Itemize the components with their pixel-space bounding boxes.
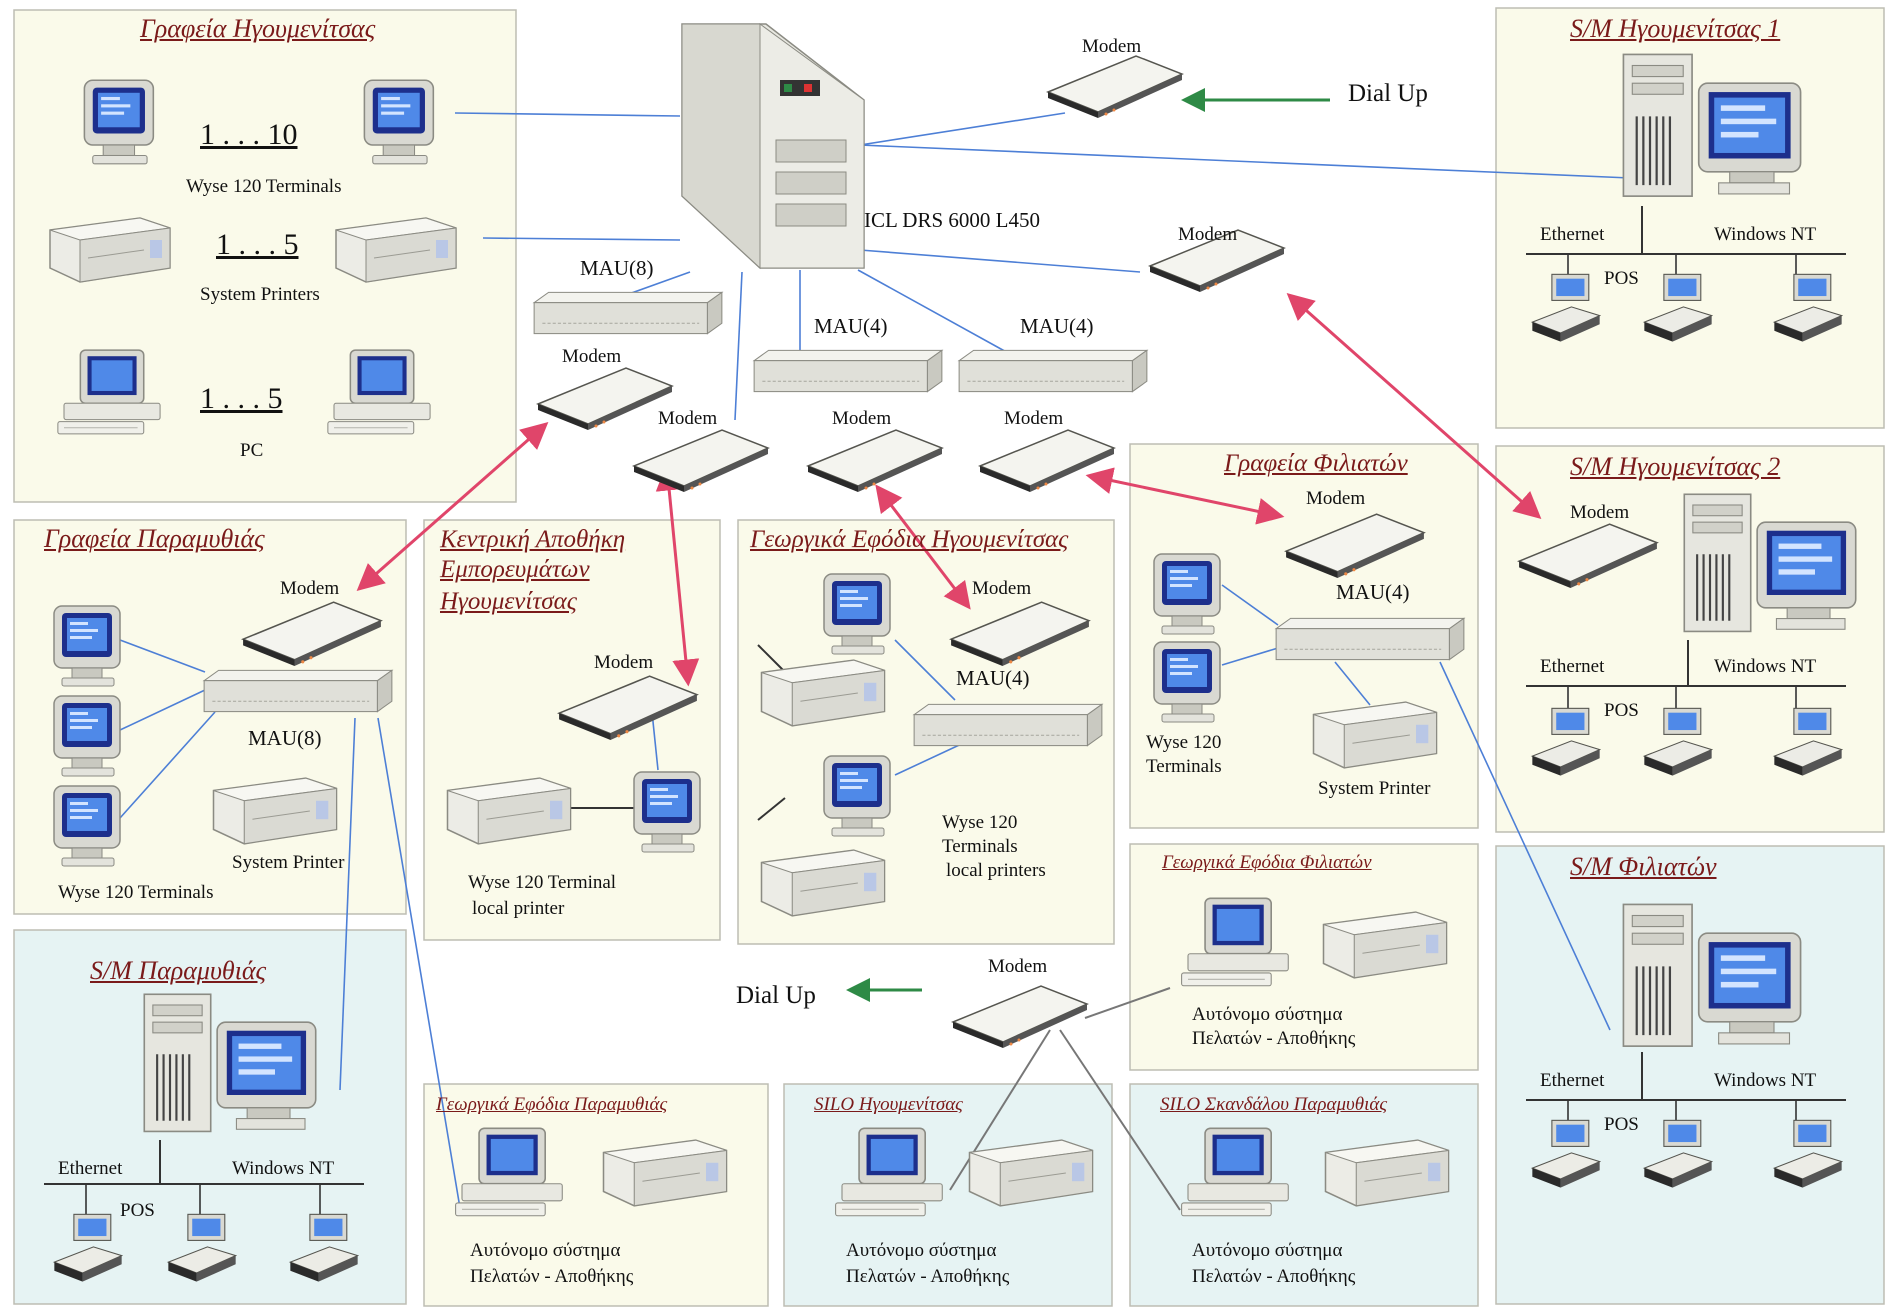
cables <box>570 644 1181 1211</box>
modem-warehouse-link[interactable] <box>633 429 769 493</box>
sm-paramythia-ethernet: Ethernet <box>58 1158 123 1179</box>
printers-range: 1 . . . 5 <box>216 228 299 261</box>
network-lines <box>44 112 1846 1214</box>
terminals-label: Wyse 120 Terminals <box>186 176 342 197</box>
modem-label-dialup-top: Modem <box>1082 36 1142 57</box>
dialup-arrows <box>846 88 1330 1002</box>
title-warehouse-line3: Ηγουμενίτσας <box>440 588 577 615</box>
filiates-terminals-line1: Wyse 120 <box>1146 732 1222 753</box>
dialup-top-label: Dial Up <box>1348 80 1428 107</box>
sm-filiates-os: Windows NT <box>1714 1070 1817 1091</box>
sm2-modem-label: Modem <box>1570 502 1630 523</box>
mau8-central-label: MAU(8) <box>580 256 654 280</box>
terminals-range: 1 . . . 10 <box>200 118 298 151</box>
modem-filiates-link[interactable] <box>979 429 1115 493</box>
warehouse-caption-line2: local printer <box>472 898 565 919</box>
mau4-central-b[interactable] <box>958 349 1148 393</box>
silo-igoumenitsa-caption-line2: Πελατών - Αποθήκης <box>846 1266 1010 1287</box>
pc-range: 1 . . . 5 <box>200 382 283 415</box>
sm2-ethernet <box>1526 640 1846 716</box>
sm-paramythia-os: Windows NT <box>232 1158 335 1179</box>
sm2-os: Windows NT <box>1714 656 1817 677</box>
paramythia-modem-label: Modem <box>280 578 340 599</box>
filiates-printer-label: System Printer <box>1318 778 1431 799</box>
modem-links <box>356 293 1542 687</box>
agri-igoumenitsa-caption-line1: Wyse 120 <box>942 812 1018 833</box>
agri-filiates-caption-line1: Αυτόνομο σύστημα <box>1192 1004 1343 1025</box>
modem-dialup-top[interactable] <box>1047 55 1183 119</box>
agri-igoumenitsa-modem-label: Modem <box>972 578 1032 599</box>
sm-paramythia-pos: POS <box>120 1200 155 1221</box>
printers-label: System Printers <box>200 284 320 305</box>
modem-label-dialup-bottom: Modem <box>988 956 1048 977</box>
mau4-central-a-label: MAU(4) <box>814 314 888 338</box>
mau-icon[interactable] <box>1275 617 1465 661</box>
sm-filiates-pos: POS <box>1604 1114 1639 1135</box>
modem-label-warehouse-link: Modem <box>658 408 718 429</box>
sm2-ethernet: Ethernet <box>1540 656 1605 677</box>
modem-label-sm2-link: Modem <box>1178 224 1238 245</box>
paramythia-printer-label: System Printer <box>232 852 345 873</box>
title-sm-igoumenitsa-2: S/M Ηγουμενίτσας 2 <box>1570 452 1781 481</box>
mau4-central-a[interactable] <box>753 349 943 393</box>
mau8-central[interactable] <box>533 291 723 335</box>
silo-igoumenitsa-caption-line1: Αυτόνομο σύστημα <box>846 1240 997 1261</box>
title-offices-filiates: Γραφεία Φιλιατών <box>1224 450 1408 477</box>
sm-filiates-ethernet: Ethernet <box>1540 1070 1605 1091</box>
filiates-modem-label: Modem <box>1306 488 1366 509</box>
warehouse-modem-label: Modem <box>594 652 654 673</box>
paramythia-terminals-label: Wyse 120 Terminals <box>58 882 214 903</box>
mau-icon[interactable] <box>913 703 1103 747</box>
dialup-bottom-label: Dial Up <box>736 982 816 1009</box>
silo-skandalou-caption-line1: Αυτόνομο σύστημα <box>1192 1240 1343 1261</box>
sm1-ethernet: Ethernet <box>1540 224 1605 245</box>
modem-label-agri-link: Modem <box>832 408 892 429</box>
title-offices-paramythia: Γραφεία Παραμυθιάς <box>44 524 265 553</box>
sm1-pos: POS <box>1604 268 1639 289</box>
paramythia-mau-label: MAU(8) <box>248 726 322 750</box>
agri-paramythia-caption-line2: Πελατών - Αποθήκης <box>470 1266 634 1287</box>
title-silo-skandalou: SILO Σκανδάλου Παραμυθιάς <box>1160 1094 1388 1115</box>
sm1-os: Windows NT <box>1714 224 1817 245</box>
agri-filiates-caption-line2: Πελατών - Αποθήκης <box>1192 1028 1356 1049</box>
filiates-mau-label: MAU(4) <box>1336 580 1410 604</box>
central-server[interactable] <box>681 23 865 270</box>
modem-paramythia-link[interactable] <box>537 367 673 431</box>
agri-igoumenitsa-mau-label: MAU(4) <box>956 666 1030 690</box>
title-sm-paramythia: S/M Παραμυθιάς <box>90 956 267 985</box>
title-silo-igoumenitsa: SILO Ηγουμενίτσας <box>814 1094 963 1115</box>
server-label: ICL DRS 6000 L450 <box>864 208 1040 232</box>
filiates-terminals-line2: Terminals <box>1146 756 1222 777</box>
title-sm-filiates: S/M Φιλιατών <box>1570 852 1717 881</box>
sm-paramythia-ethernet <box>44 1140 364 1214</box>
sm2-pos: POS <box>1604 700 1639 721</box>
warehouse-caption-line1: Wyse 120 Terminal <box>468 872 617 893</box>
agri-paramythia-caption-line1: Αυτόνομο σύστημα <box>470 1240 621 1261</box>
title-sm-igoumenitsa-1: S/M Ηγουμενίτσας 1 <box>1570 14 1781 43</box>
title-warehouse-line1: Κεντρική Αποθήκη <box>440 526 626 553</box>
title-agri-igoumenitsa: Γεωργικά Εφόδια Ηγουμενίτσας <box>750 526 1069 553</box>
mau-icon[interactable] <box>203 669 393 713</box>
title-agri-paramythia: Γεωργικά Εφόδια Παραμυθιάς <box>436 1094 668 1115</box>
modem-label-filiates-link: Modem <box>1004 408 1064 429</box>
mau4-central-b-label: MAU(4) <box>1020 314 1094 338</box>
agri-igoumenitsa-caption-line3: local printers <box>946 860 1046 881</box>
silo-skandalou-caption-line2: Πελατών - Αποθήκης <box>1192 1266 1356 1287</box>
title-agri-filiates: Γεωργικά Εφόδια Φιλιατών <box>1162 852 1372 873</box>
title-warehouse-line2: Εμπορευμάτων <box>440 556 590 583</box>
modem-agri-link[interactable] <box>807 429 943 493</box>
title-offices-igoumenitsa: Γραφεία Ηγουμενίτσας <box>140 14 376 43</box>
agri-igoumenitsa-caption-line2: Terminals <box>942 836 1018 857</box>
modem-label-paramythia-link: Modem <box>562 346 622 367</box>
pc-label: PC <box>240 440 264 461</box>
